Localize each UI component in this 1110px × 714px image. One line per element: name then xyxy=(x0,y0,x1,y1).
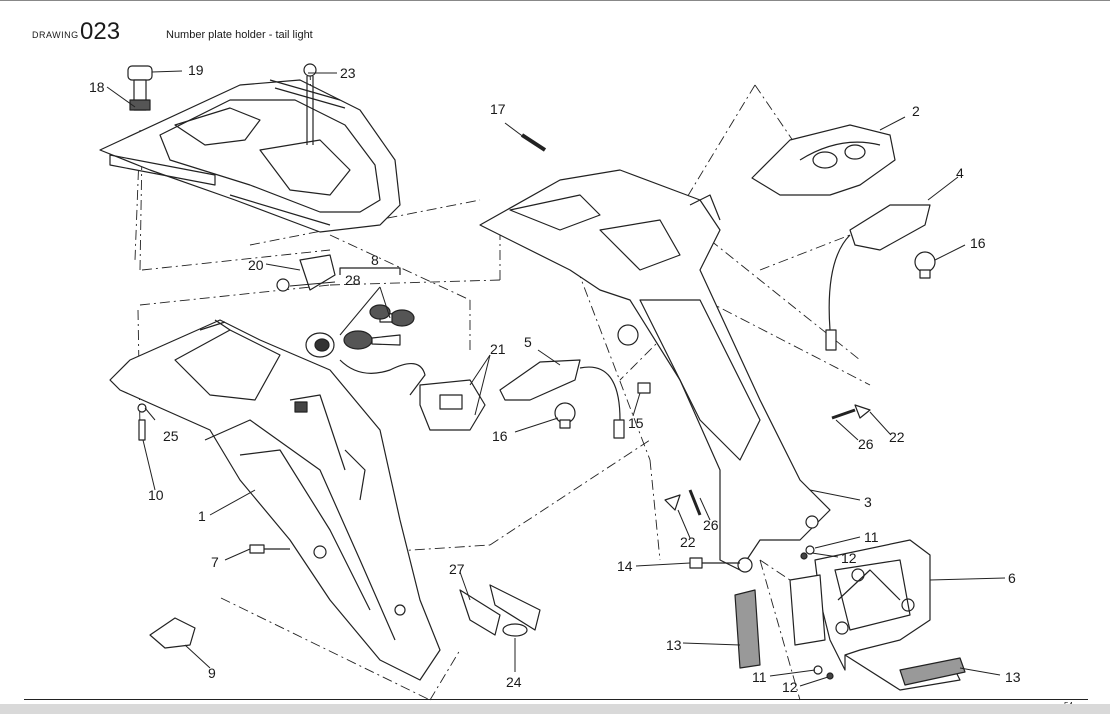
callout-13-left: 13 xyxy=(666,637,682,653)
bracket-27 xyxy=(459,584,541,636)
leader-lines xyxy=(106,70,1006,687)
turn-indicator-left xyxy=(499,359,625,439)
bottom-rule xyxy=(24,699,1088,700)
bulb-16-left xyxy=(554,402,576,429)
callout-28: 28 xyxy=(345,272,361,288)
callout-3: 3 xyxy=(864,494,872,510)
clip-9 xyxy=(149,617,196,649)
lock-wiring-bracket xyxy=(339,359,486,431)
callout-12-lower: 12 xyxy=(782,679,798,695)
callout-27: 27 xyxy=(449,561,465,577)
top-rule xyxy=(0,0,1110,1)
drawing-title: Number plate holder - tail light xyxy=(166,29,313,41)
rear-mudguard xyxy=(109,319,441,681)
keys-8 xyxy=(339,267,415,350)
callout-24: 24 xyxy=(506,674,522,690)
bolt-10-25 xyxy=(137,403,147,441)
callout-2: 2 xyxy=(912,103,920,119)
callout-17: 17 xyxy=(490,101,506,117)
callout-21: 21 xyxy=(490,341,506,357)
bulb-16-right xyxy=(914,251,936,279)
lock-barrel xyxy=(305,332,335,358)
callout-22-upper: 22 xyxy=(889,429,905,445)
callout-12-upper: 12 xyxy=(841,550,857,566)
bolt-17 xyxy=(520,133,547,152)
bracket-20-28 xyxy=(276,254,336,292)
callout-10: 10 xyxy=(148,487,164,503)
callout-11-upper: 11 xyxy=(864,529,879,545)
callout-7: 7 xyxy=(211,554,219,570)
callout-26-lower: 26 xyxy=(703,517,719,533)
callout-6: 6 xyxy=(1008,570,1016,586)
callout-18: 18 xyxy=(89,79,105,95)
reflector-13-vertical xyxy=(734,589,761,669)
license-plate-support-arm xyxy=(479,169,831,573)
tail-light xyxy=(751,124,896,196)
callout-15: 15 xyxy=(628,415,644,431)
bolt-22-26-upper xyxy=(831,404,871,420)
callout-25: 25 xyxy=(163,428,179,444)
callout-4: 4 xyxy=(956,165,964,181)
drawing-number: 023 xyxy=(80,18,121,45)
rear-carrier-plate xyxy=(99,79,401,233)
callout-1: 1 xyxy=(198,508,206,524)
callout-5: 5 xyxy=(524,334,532,350)
bolt-22-26-lower xyxy=(664,489,702,516)
bottom-band xyxy=(0,704,1110,714)
bolt-7 xyxy=(249,544,290,554)
callout-11-lower: 11 xyxy=(752,669,767,685)
number-plate-holder xyxy=(789,539,961,691)
callout-23: 23 xyxy=(340,65,356,81)
nut-15 xyxy=(637,382,651,394)
reflector-13-horizontal xyxy=(899,657,966,686)
callout-9: 9 xyxy=(208,665,216,681)
bolt-18-19 xyxy=(127,65,153,111)
turn-indicator-right xyxy=(825,204,931,351)
callout-8: 8 xyxy=(371,252,379,268)
washers-11-12-lower xyxy=(813,665,834,680)
callout-16-left: 16 xyxy=(492,428,508,444)
washers-11-12-upper xyxy=(800,545,815,560)
grommet-24 xyxy=(502,623,528,637)
callout-22-lower: 22 xyxy=(680,534,696,550)
drawing-word: DRAWING xyxy=(32,30,79,40)
callout-20: 20 xyxy=(248,257,264,273)
callout-13-right: 13 xyxy=(1005,669,1021,685)
callout-16-right: 16 xyxy=(970,235,986,251)
callout-26-upper: 26 xyxy=(858,436,874,452)
callout-14: 14 xyxy=(617,558,633,574)
callout-19: 19 xyxy=(188,62,204,78)
